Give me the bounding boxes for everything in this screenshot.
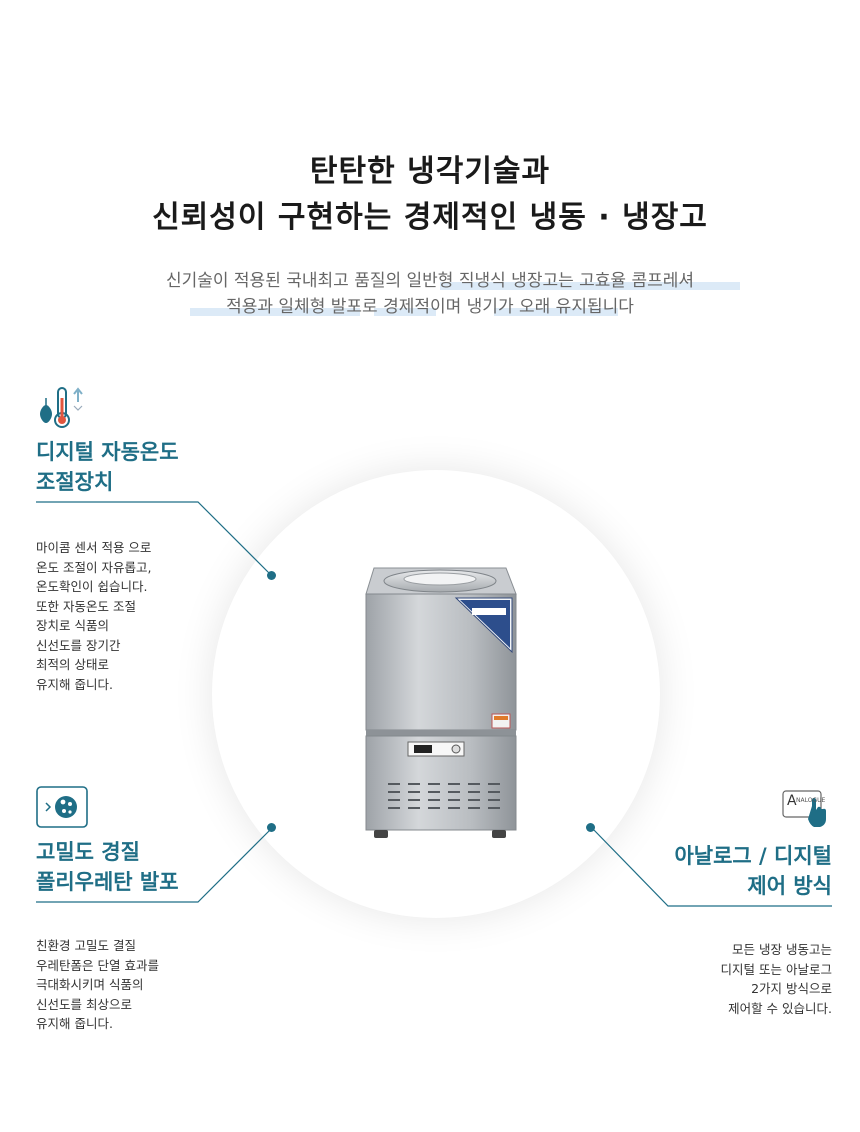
highlight-mark — [374, 308, 436, 316]
headline-line-1: 탄탄한 냉각기술과 — [309, 154, 551, 189]
intro-line-1: 신기술이 적용된 국내최고 품질의 일반형 직냉식 냉장고는 고효율 콤프레셔 — [165, 271, 695, 291]
highlight-mark — [440, 282, 740, 290]
temperature-title-2: 조절장치 — [36, 470, 114, 494]
analog-touch-icon: A NALOGUE — [782, 790, 832, 830]
control-title-2: 제어 방식 — [747, 874, 832, 898]
connector-dot — [267, 571, 276, 580]
highlight-mark — [494, 308, 618, 316]
foam-cells-icon — [36, 786, 88, 828]
insulation-title-1: 고밀도 경질 — [36, 840, 140, 864]
highlight-mark — [190, 308, 360, 316]
connector-dot — [267, 823, 276, 832]
thermometer-icon — [40, 387, 83, 428]
temperature-title-1: 디지털 자동온도 — [36, 440, 179, 464]
control-title-1: 아날로그 / 디지털 — [674, 844, 832, 868]
insulation-title-2: 폴리우레탄 발포 — [36, 870, 179, 894]
refrigerator-image — [365, 567, 517, 838]
temperature-description: 마이콤 센서 적용 으로 온도 조절이 자유롭고, 온도확인이 쉽습니다. 또한… — [36, 540, 152, 692]
headline-line-2: 신뢰성이 구현하는 경제적인 냉동 · 냉장고 — [152, 200, 708, 235]
intro-line-2: 적용과 일체형 발포로 경제적이며 냉기가 오래 유지됩니다 — [226, 297, 634, 317]
insulation-description: 친환경 고밀도 결질 우레탄폼은 단열 효과를 극대화시키며 식품의 신선도를 … — [36, 938, 159, 1031]
control-description: 모든 냉장 냉동고는 디지털 또는 아날로그 2가지 방식으로 제어할 수 있습… — [720, 942, 832, 1016]
connector-dot — [586, 823, 595, 832]
